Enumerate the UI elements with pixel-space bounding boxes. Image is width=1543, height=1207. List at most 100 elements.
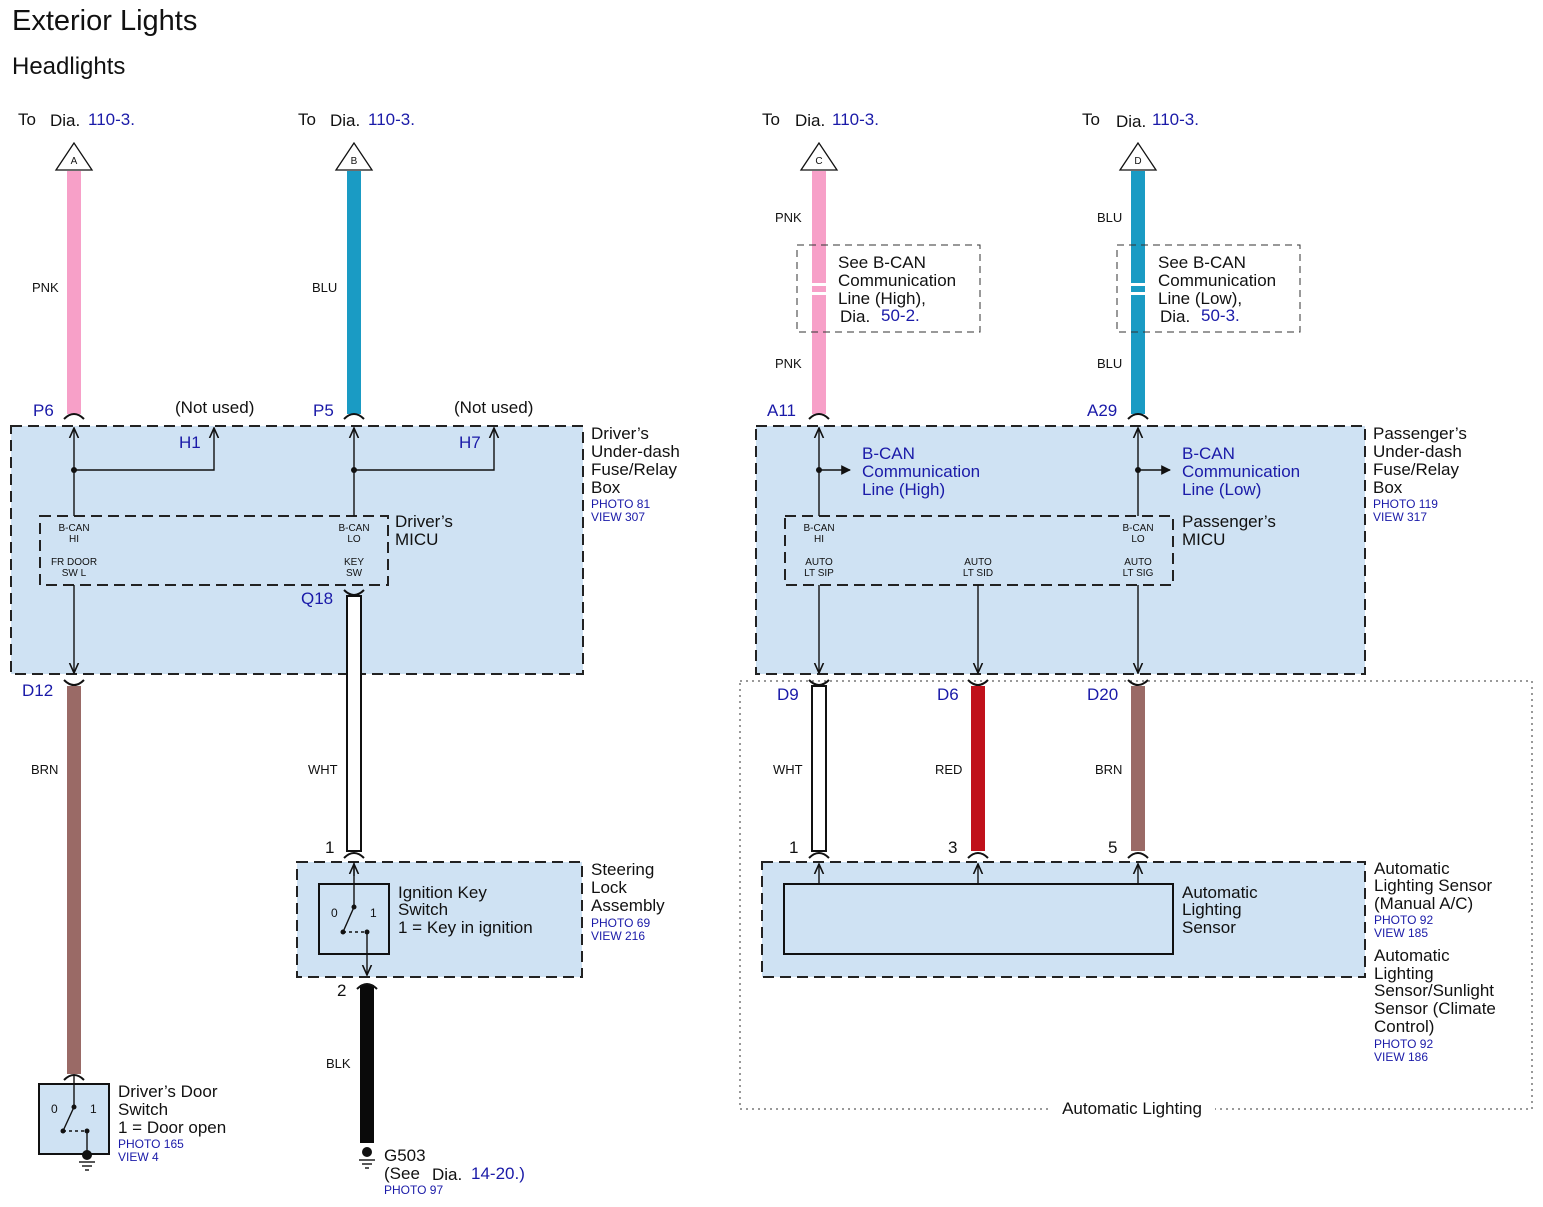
- wire-brn-d20[interactable]: [1131, 686, 1145, 851]
- wire-label-brn-d20: BRN: [1095, 762, 1122, 777]
- steering-lock-label-3: Assembly: [591, 896, 665, 915]
- passenger-auto-sig-1: AUTO: [1124, 557, 1152, 568]
- ignition-pos-1: 1: [370, 906, 377, 920]
- passenger-bcan-hi-2: HI: [814, 534, 824, 545]
- ground-num[interactable]: 14-20.): [471, 1164, 525, 1183]
- sensor-inner-box[interactable]: [783, 883, 1174, 955]
- drivers-box-photo[interactable]: PHOTO 81: [591, 497, 650, 511]
- ref-b-num[interactable]: 110-3.: [368, 110, 415, 129]
- sensor-climate-3: Sensor/Sunlight: [1374, 981, 1494, 1000]
- wire-wht-d9[interactable]: [811, 685, 827, 852]
- drivers-bcan-hi-2: HI: [69, 534, 79, 545]
- door-switch-photo[interactable]: PHOTO 165: [118, 1137, 184, 1151]
- ref-c-num[interactable]: 110-3.: [832, 110, 879, 129]
- see-bcan-high-note[interactable]: See B-CAN Communication Line (High), Dia…: [796, 240, 981, 337]
- ignition-pos-0: 0: [331, 906, 338, 920]
- pin-d9: D9: [777, 685, 799, 704]
- wire-brn-d12[interactable]: [67, 686, 81, 1074]
- connector-d-letter: D: [1134, 156, 1141, 167]
- ref-d-num[interactable]: 110-3.: [1152, 110, 1199, 129]
- pin-h7: H7: [459, 433, 481, 452]
- bcan-high-label[interactable]: B-CAN Communication Line (High): [862, 444, 980, 499]
- wire-label-wht-d9: WHT: [773, 762, 803, 777]
- wire-blu-b[interactable]: [347, 171, 361, 414]
- ref-d[interactable]: To Dia. 110-3.: [1082, 110, 1199, 131]
- drivers-key-sw-1: KEY: [344, 557, 364, 568]
- bcan-low-label[interactable]: B-CAN Communication Line (Low): [1182, 444, 1300, 499]
- wire-label-blu-b: BLU: [312, 280, 337, 295]
- ref-c-dia: Dia.: [795, 111, 825, 130]
- splice-dot: [1135, 467, 1141, 473]
- wire-label-blk: BLK: [326, 1056, 351, 1071]
- bcan-high-3: Line (High): [862, 480, 945, 499]
- see-bcan-low-dia: Dia.: [1160, 307, 1190, 326]
- see-bcan-low-note[interactable]: See B-CAN Communication Line (Low), Dia.…: [1116, 244, 1301, 333]
- door-switch-view[interactable]: VIEW 4: [118, 1150, 159, 1164]
- bcan-high-2: Communication: [862, 462, 980, 481]
- connector-b: B: [334, 141, 374, 171]
- splice-dot: [71, 467, 77, 473]
- sensor-manual-view[interactable]: VIEW 185: [1374, 926, 1428, 940]
- drivers-key-sw-2: SW: [346, 568, 363, 579]
- sensor-manual-3: (Manual A/C): [1374, 894, 1473, 913]
- automatic-lighting-label: Automatic Lighting: [1062, 1099, 1202, 1118]
- pin-caps: [63, 413, 1149, 420]
- ground-see: (See: [384, 1164, 420, 1183]
- sensor-climate-view[interactable]: VIEW 186: [1374, 1050, 1428, 1064]
- connector-d: D: [1118, 141, 1158, 171]
- ground-dia: Dia.: [432, 1165, 462, 1184]
- wire-label-pnk-c-bottom: PNK: [775, 356, 802, 371]
- sensor-pin-arrows: [819, 864, 1138, 884]
- wire-blk-g503[interactable]: [360, 985, 374, 1143]
- ignition-label-3: 1 = Key in ignition: [398, 918, 533, 937]
- sensor-manual-photo[interactable]: PHOTO 92: [1374, 913, 1433, 927]
- wire-wht-q18[interactable]: [346, 595, 362, 852]
- pin-d6: D6: [937, 685, 959, 704]
- drivers-micu-label-2: MICU: [395, 530, 438, 549]
- pin-sensor-3: 3: [948, 838, 957, 857]
- not-used-h1: (Not used): [175, 398, 254, 417]
- drivers-fr-door-1: FR DOOR: [51, 557, 97, 568]
- passenger-box-label: Passenger’s Under-dash Fuse/Relay Box PH…: [1373, 424, 1467, 524]
- passenger-box-photo[interactable]: PHOTO 119: [1373, 497, 1438, 511]
- see-bcan-high-dia: Dia.: [840, 307, 870, 326]
- steering-lock-photo[interactable]: PHOTO 69: [591, 916, 650, 930]
- door-switch-label-3: 1 = Door open: [118, 1118, 226, 1137]
- ref-a-num[interactable]: 110-3.: [88, 110, 135, 129]
- ignition-label-1: Ignition Key: [398, 883, 487, 902]
- ground-photo[interactable]: PHOTO 97: [384, 1183, 443, 1197]
- pin-a11: A11: [767, 401, 796, 420]
- passenger-box-view[interactable]: VIEW 317: [1373, 510, 1427, 524]
- wire-pnk-a[interactable]: [67, 171, 81, 414]
- drivers-box-label-1: Driver’s: [591, 424, 649, 443]
- passenger-auto-sip-1: AUTO: [805, 557, 833, 568]
- pin-q18: Q18: [301, 589, 333, 608]
- ref-c[interactable]: To Dia. 110-3.: [762, 110, 879, 130]
- passenger-box-label-2: Under-dash: [1373, 442, 1462, 461]
- ref-b[interactable]: To Dia. 110-3.: [298, 110, 415, 130]
- ground-g503-symbol: [359, 1147, 375, 1169]
- sensor-inner-label-1: Automatic: [1182, 883, 1258, 902]
- see-bcan-low-num[interactable]: 50-3.: [1201, 306, 1240, 325]
- drivers-micu[interactable]: [39, 515, 389, 586]
- passenger-box-label-1: Passenger’s: [1373, 424, 1467, 443]
- passenger-micu-label-1: Passenger’s: [1182, 512, 1276, 531]
- connector-a-letter: A: [71, 156, 78, 167]
- steering-lock-label-2: Lock: [591, 878, 627, 897]
- steering-lock-view[interactable]: VIEW 216: [591, 929, 645, 943]
- passenger-bcan-hi-1: B-CAN: [803, 523, 834, 534]
- ref-a[interactable]: To Dia. 110-3.: [18, 110, 135, 130]
- connector-a: A: [54, 141, 94, 171]
- door-switch-label-2: Switch: [118, 1100, 168, 1119]
- ignition-label-2: Switch: [398, 900, 448, 919]
- drivers-bcan-lo-1: B-CAN: [338, 523, 369, 534]
- passenger-micu[interactable]: [784, 515, 1174, 586]
- ref-d-to: To: [1082, 110, 1100, 129]
- wire-label-pnk-a: PNK: [32, 280, 59, 295]
- sensor-climate-photo[interactable]: PHOTO 92: [1374, 1037, 1433, 1051]
- drivers-box-view[interactable]: VIEW 307: [591, 510, 645, 524]
- wire-red-d6[interactable]: [971, 686, 985, 851]
- ground-name: G503: [384, 1146, 426, 1165]
- see-bcan-high-num[interactable]: 50-2.: [881, 306, 920, 325]
